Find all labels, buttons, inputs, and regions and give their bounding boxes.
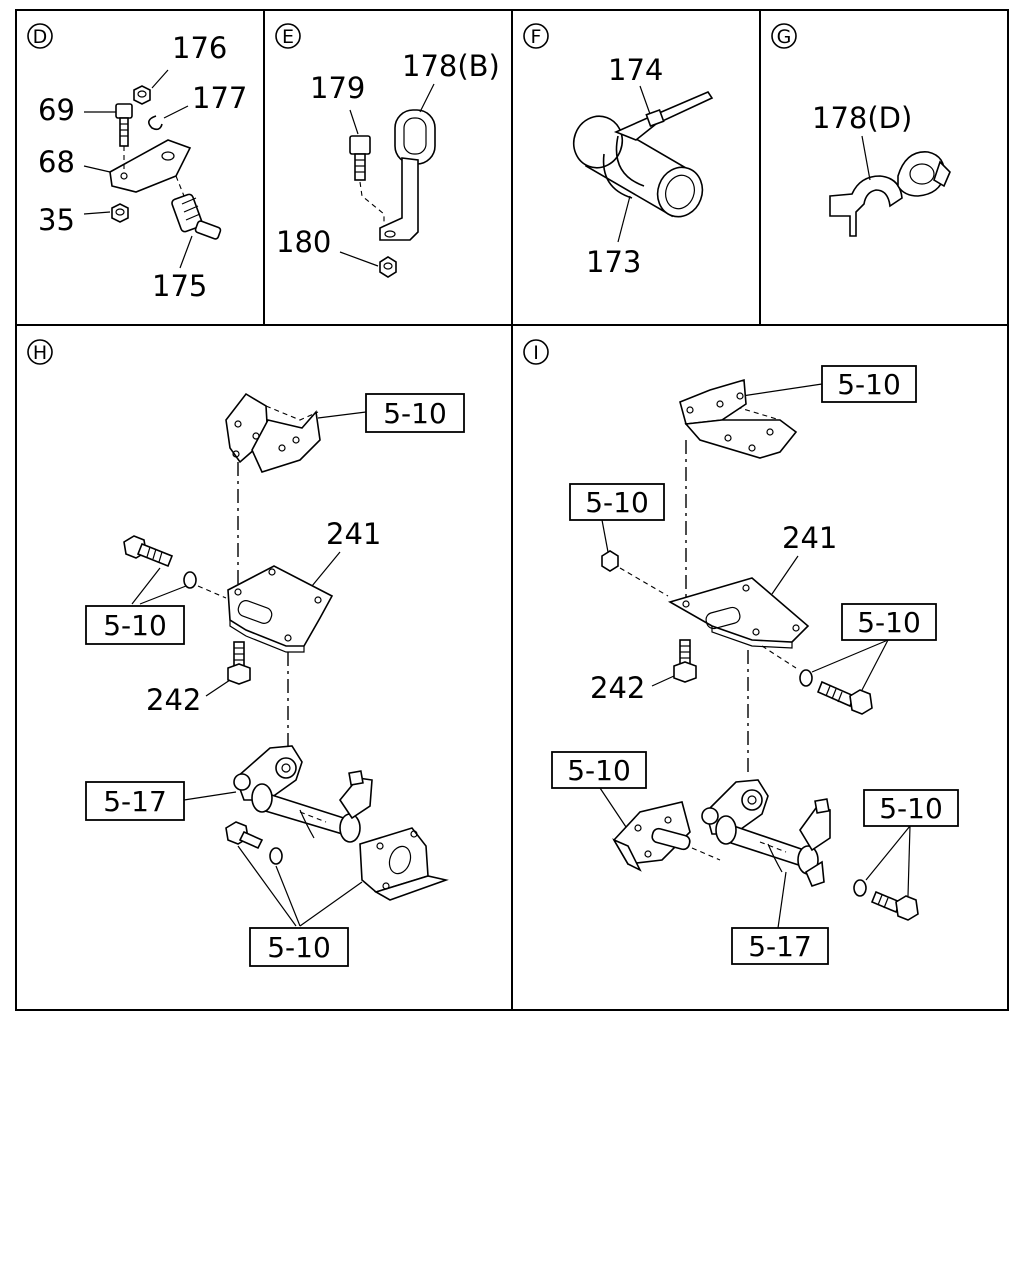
plate-241-i: 241 — [667, 521, 837, 649]
label-174: 174 — [608, 53, 663, 87]
bellcrank-h — [233, 745, 373, 843]
svg-text:5-10: 5-10 — [857, 606, 921, 639]
panel-grid — [15, 9, 1009, 1011]
hose-173 — [572, 115, 704, 218]
label-175: 175 — [152, 269, 207, 303]
label-180: 180 — [276, 225, 331, 259]
panel-i-marker: I — [523, 339, 549, 365]
svg-text:F: F — [531, 26, 542, 48]
label-173: 173 — [586, 245, 641, 279]
bolt-69 — [84, 103, 133, 147]
label-178b: 178(B) — [402, 49, 500, 83]
upper-bracket-i — [679, 378, 798, 459]
panel-g: G 178(D) — [771, 23, 951, 237]
tie-174 — [602, 85, 714, 243]
lower-bracket-h — [359, 827, 449, 901]
bolt-179 — [349, 109, 385, 228]
bracket-68 — [83, 139, 192, 193]
nut-35 — [83, 203, 129, 223]
svg-text:5-10: 5-10 — [837, 368, 901, 401]
ref-box-i-nut: 5-10 — [569, 483, 665, 553]
svg-text:5-17: 5-17 — [748, 930, 812, 963]
bolt-washer-i-right — [761, 639, 889, 715]
label-241-i: 241 — [782, 521, 837, 555]
panel-f-marker: F — [523, 23, 549, 49]
label-178d: 178(D) — [812, 101, 912, 135]
label-242-h: 242 — [146, 683, 201, 717]
panel-g-marker: G — [771, 23, 797, 49]
svg-text:E: E — [282, 26, 294, 48]
svg-text:I: I — [533, 342, 539, 364]
panel-i: I 5-10 5-10 — [523, 339, 959, 965]
ref-box-i-bolt-right: 5-10 — [841, 603, 937, 641]
label-242-i: 242 — [590, 671, 645, 705]
clip-177 — [148, 105, 189, 131]
ref-box-h-top: 5-10 — [317, 393, 465, 433]
panel-d: D 176 69 177 68 35 175 — [27, 23, 247, 303]
panel-e: E 179 178(B) 180 — [275, 23, 500, 278]
nut-i — [601, 550, 669, 597]
svg-text:G: G — [777, 26, 792, 48]
svg-text:5-10: 5-10 — [585, 486, 649, 519]
bolt-242-i: 242 — [590, 639, 697, 705]
label-241-h: 241 — [326, 517, 381, 551]
bolt-washer-i-lower — [853, 825, 919, 921]
ref-box-i-bracket: 5-10 — [551, 751, 647, 837]
label-176: 176 — [172, 31, 227, 65]
panel-e-marker: E — [275, 23, 301, 49]
bolt-washer-h-left — [123, 535, 227, 605]
side-bracket-i — [612, 801, 721, 872]
ref-box-h-517: 5-17 — [85, 781, 237, 821]
ref-box-h-bolt: 5-10 — [85, 605, 185, 645]
clamp-178b — [379, 83, 436, 241]
svg-text:D: D — [33, 26, 48, 48]
ref-box-i-right-lower: 5-10 — [863, 789, 959, 827]
panel-d-marker: D — [27, 23, 53, 49]
label-35: 35 — [38, 203, 75, 237]
panel-h: H 5-10 241 — [27, 339, 465, 967]
nut-176 — [133, 69, 169, 105]
label-69: 69 — [38, 93, 75, 127]
fitting-175 — [171, 175, 222, 269]
ref-box-i-top: 5-10 — [741, 365, 917, 403]
svg-text:5-17: 5-17 — [103, 785, 167, 818]
svg-text:H: H — [33, 342, 47, 364]
label-68: 68 — [38, 145, 75, 179]
plate-241-h: 241 — [227, 517, 381, 653]
ref-box-h-bottom: 5-10 — [249, 927, 349, 967]
bellcrank-i — [701, 779, 831, 887]
panel-h-marker: H — [27, 339, 53, 365]
svg-text:5-10: 5-10 — [383, 397, 447, 430]
svg-text:5-10: 5-10 — [103, 609, 167, 642]
bolt-washer-h-lower — [225, 821, 363, 927]
clamp-178d — [829, 135, 951, 237]
upper-bracket-h — [225, 392, 321, 473]
label-177: 177 — [192, 81, 247, 115]
svg-text:5-10: 5-10 — [567, 754, 631, 787]
svg-text:5-10: 5-10 — [879, 792, 943, 825]
ref-box-i-517: 5-17 — [731, 871, 829, 965]
bolt-242-h: 242 — [146, 641, 251, 717]
svg-text:5-10: 5-10 — [267, 931, 331, 964]
panel-f: F 174 173 — [523, 23, 714, 279]
label-179: 179 — [310, 71, 365, 105]
nut-180 — [339, 251, 397, 278]
